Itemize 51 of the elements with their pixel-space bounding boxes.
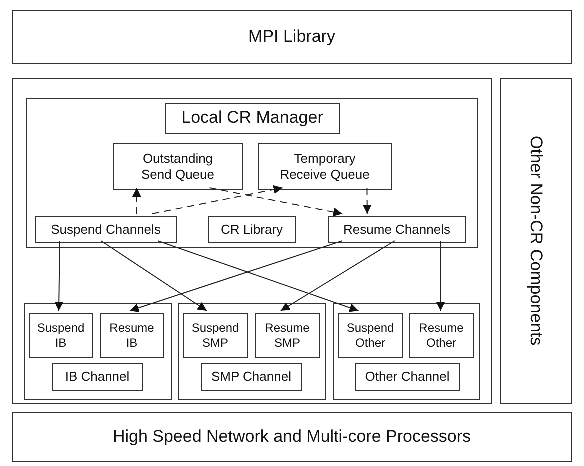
component-label: Resume Other [418, 321, 465, 350]
component-box [208, 216, 296, 243]
component-box [52, 363, 143, 391]
component-label: Suspend Channels [50, 222, 162, 238]
arrow [130, 240, 344, 312]
arrow [54, 240, 64, 312]
component-box [201, 363, 302, 391]
component-label: Suspend IB [36, 321, 86, 350]
component-label: Local CR Manager [180, 108, 324, 129]
component-box [255, 313, 320, 358]
arrow [280, 240, 396, 312]
component-label: Suspend Other [346, 321, 396, 350]
container-box [333, 303, 480, 400]
component-box [409, 313, 474, 358]
arrow [100, 240, 208, 312]
component-box [12, 412, 572, 462]
component-label: High Speed Network and Multi-core Processors [112, 426, 472, 448]
component-label: Resume Channels [342, 222, 452, 238]
component-label: SMP Channel [210, 369, 292, 385]
component-label: Other Non-CR Components [526, 136, 546, 346]
component-label: Other Channel [364, 369, 451, 385]
container-box [24, 303, 172, 400]
component-box [100, 313, 164, 358]
component-box [29, 313, 93, 358]
component-label: Outstanding Send Queue [140, 150, 216, 182]
component-box [113, 143, 243, 190]
container-box [12, 78, 492, 404]
component-box [500, 78, 572, 404]
component-box [35, 216, 177, 243]
component-box [12, 10, 572, 64]
component-box [183, 313, 248, 358]
component-label: Suspend SMP [190, 321, 240, 350]
arrow [362, 188, 372, 214]
arrow [157, 240, 360, 312]
arrow [209, 188, 344, 217]
component-label: Resume IB [108, 321, 156, 350]
arrow [436, 240, 446, 312]
component-box [328, 216, 466, 243]
component-label: MPI Library [248, 26, 336, 48]
component-box [338, 313, 403, 358]
component-label: IB Channel [64, 369, 131, 385]
container-box [178, 303, 326, 400]
component-box [258, 143, 392, 190]
component-box [165, 103, 340, 134]
component-box [355, 363, 460, 391]
arrow [132, 188, 142, 214]
component-label: Resume SMP [264, 321, 311, 350]
arrow [152, 185, 284, 214]
container-box [26, 98, 478, 248]
component-label: CR Library [220, 222, 284, 238]
component-label: Temporary Receive Queue [279, 150, 371, 182]
